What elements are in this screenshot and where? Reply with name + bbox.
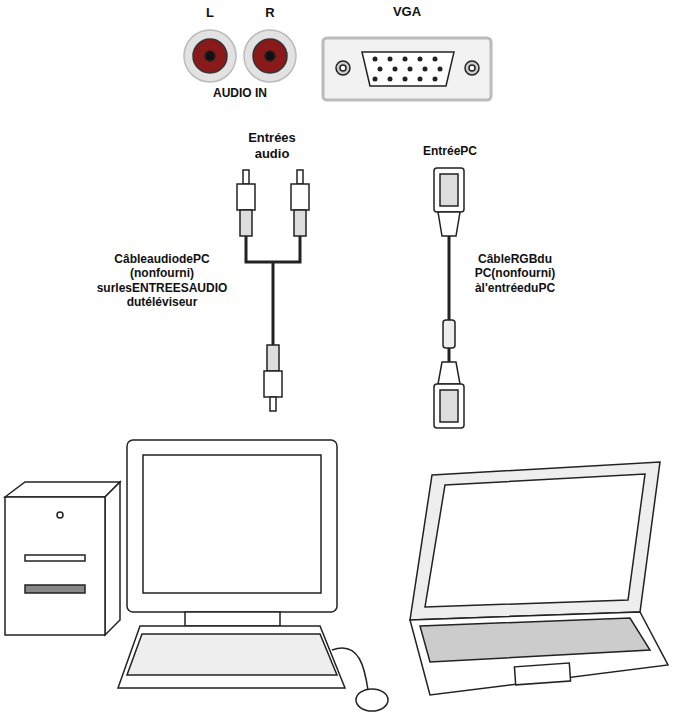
audio-cable <box>237 170 309 411</box>
pin-dot <box>373 57 378 62</box>
tv-panel <box>184 30 491 100</box>
pin-dot <box>373 77 378 82</box>
pin-dot <box>388 77 393 82</box>
cable-note: CâbleRGBdu PC(nonfourni) àl'entréeduPC <box>475 252 556 295</box>
jack-label: R <box>265 5 274 21</box>
laptop <box>410 462 668 695</box>
input-label: EntréePC <box>423 144 477 158</box>
cable-note: CâbleaudiodePC (nonfourni) surlesENTREES… <box>97 252 228 310</box>
pin-dot <box>378 67 383 72</box>
pin-dot <box>393 67 398 72</box>
pin-dot <box>433 57 438 62</box>
desktop-pc <box>5 440 388 711</box>
pin-dot <box>438 67 443 72</box>
input-label: Entrées audio <box>248 130 296 161</box>
panel-label: AUDIO IN <box>213 86 267 100</box>
pin-dot <box>418 57 423 62</box>
jack-label: L <box>206 5 214 21</box>
port-label: VGA <box>393 4 421 20</box>
pin-dot <box>403 77 408 82</box>
pin-dot <box>423 67 428 72</box>
vga-cable <box>434 168 464 428</box>
pin-dot <box>418 77 423 82</box>
pin-dot <box>408 67 413 72</box>
pin-dot <box>403 57 408 62</box>
pin-dot <box>388 57 393 62</box>
pin-dot <box>433 77 438 82</box>
